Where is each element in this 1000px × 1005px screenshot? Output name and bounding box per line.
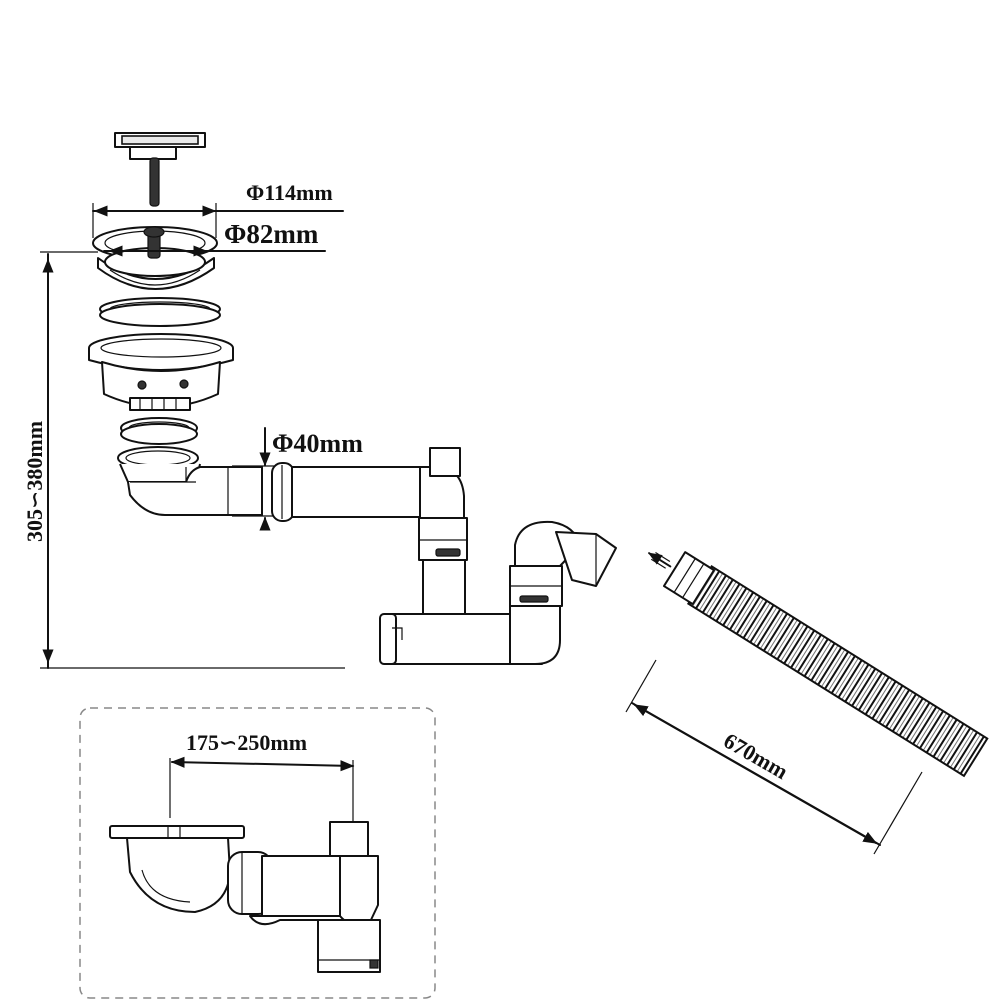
- strainer-stopper: [114, 132, 206, 207]
- p-trap: [379, 447, 561, 665]
- installation-inset: 175∽250mm: [79, 707, 436, 999]
- gasket-ring: [99, 297, 221, 327]
- flange-diameter-dimension: Φ114mm: [92, 180, 344, 238]
- height-dimension: 305∽380mm: [22, 251, 345, 669]
- basket-flange: [92, 226, 218, 290]
- drain-body: [88, 333, 234, 411]
- trap-outlet-elbow: [509, 520, 617, 607]
- basket-diameter-label: Φ82mm: [224, 219, 319, 249]
- pipe-diameter-label: Φ40mm: [272, 429, 363, 458]
- flange-diameter-label: Φ114mm: [246, 180, 333, 205]
- hose-length-label: 670mm: [720, 728, 793, 784]
- pipe-diameter-dimension: Φ40mm: [232, 427, 363, 531]
- height-range-label: 305∽380mm: [22, 421, 47, 542]
- outlet-elbow: [117, 446, 263, 516]
- corrugated-hose: [647, 551, 989, 778]
- horizontal-pipe: [271, 462, 465, 522]
- washer-ring: [120, 417, 198, 445]
- width-range-label: 175∽250mm: [186, 730, 307, 755]
- basket-diameter-dimension: Φ82mm: [103, 219, 326, 257]
